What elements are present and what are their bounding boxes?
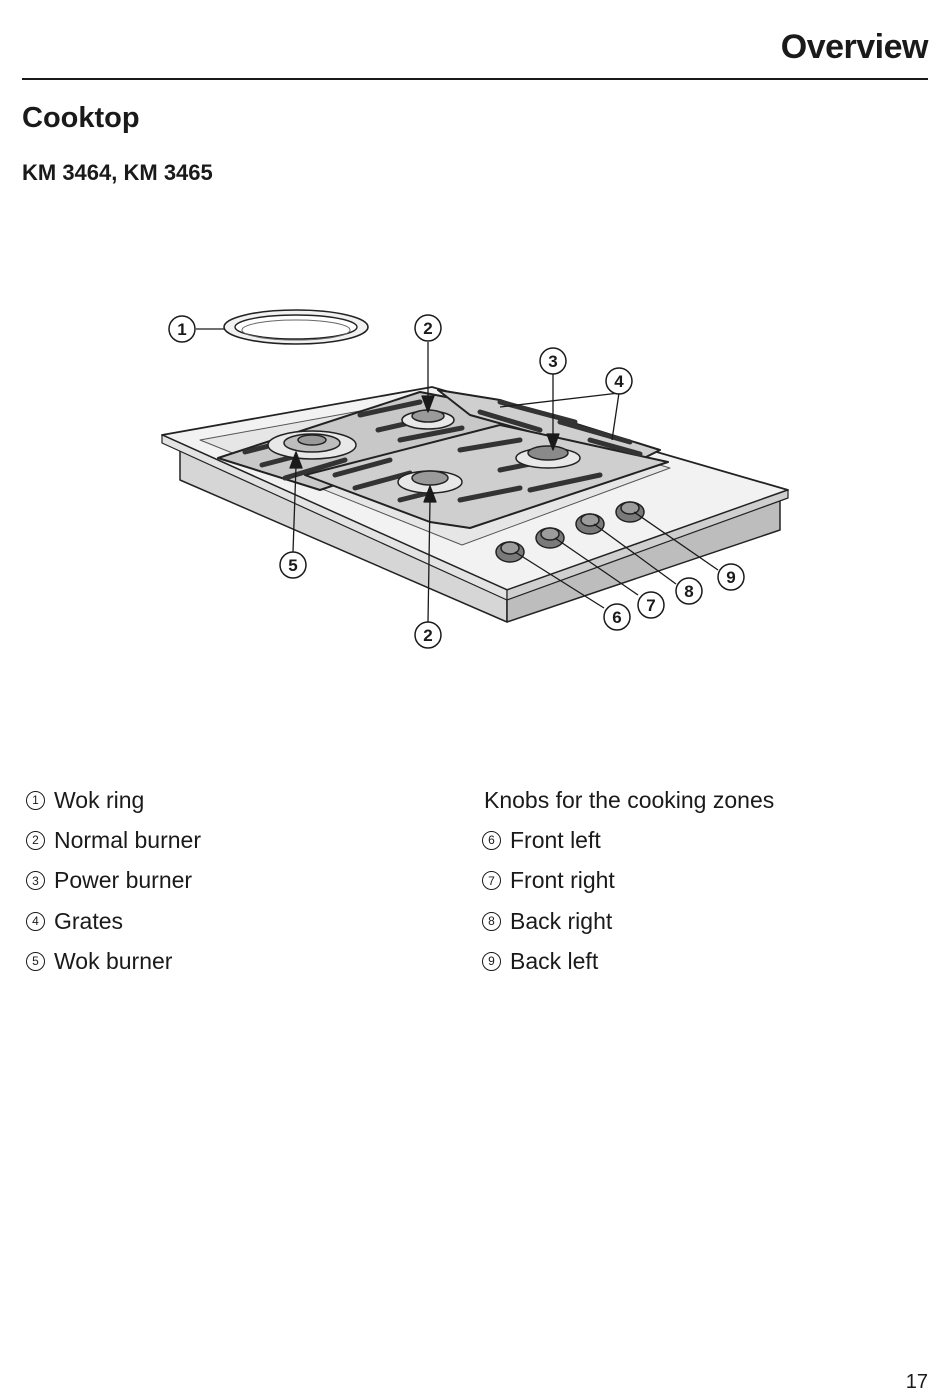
legend-label: Back left (510, 947, 599, 974)
legend-label: Front right (510, 867, 615, 894)
callout-normal-burner-front: 2 (414, 621, 442, 649)
callout-wok-burner-number: 5 (288, 556, 297, 575)
callout-grates: 4 (605, 367, 633, 395)
legend-item: 3 Power burner (26, 861, 201, 901)
legend-number: 9 (482, 951, 501, 971)
page-header-title: Overview (780, 28, 929, 66)
legend-item: 5 Wok burner (26, 941, 201, 981)
callout-normal-burner-back-number: 2 (423, 319, 432, 338)
header-divider (22, 78, 928, 80)
legend-knobs: Knobs for the cooking zones 6 Front left… (482, 780, 774, 981)
callout-knob-back-left-number: 9 (726, 568, 735, 587)
burners (267, 409, 581, 494)
legend-item: 6 Front left (482, 820, 774, 860)
page-number: 17 (905, 1371, 928, 1393)
callout-knob-back-right: 8 (675, 577, 703, 605)
legend-number: 2 (26, 830, 45, 850)
legend-label: Normal burner (54, 826, 201, 853)
cooktop-illustration: 1 2 3 4 5 2 6 7 (0, 290, 950, 670)
legend-number: 1 (26, 790, 45, 810)
legend-number: 5 (26, 951, 45, 971)
legend-label: Back right (510, 907, 613, 934)
legend-item: 8 Back right (482, 901, 774, 941)
callout-wok-burner: 5 (279, 551, 307, 579)
section-title: Cooktop (22, 102, 140, 134)
callout-normal-burner-front-number: 2 (423, 626, 432, 645)
leader-lines (196, 328, 719, 623)
legend-knobs-heading: Knobs for the cooking zones (484, 786, 775, 813)
legend-item: 2 Normal burner (26, 820, 201, 860)
callout-knob-back-right-number: 8 (684, 582, 693, 601)
legend-item: 1 Wok ring (26, 780, 201, 820)
callout-power-burner: 3 (539, 347, 567, 375)
legend-label: Wok ring (54, 786, 145, 813)
legend-number: 6 (482, 830, 501, 850)
legend-number: 8 (482, 911, 501, 931)
callout-wok-ring-number: 1 (177, 320, 186, 339)
callout-knob-front-right-number: 7 (646, 596, 655, 615)
legend-item: 7 Front right (482, 861, 774, 901)
callout-knob-front-left: 6 (603, 603, 631, 631)
legend-number: 3 (26, 871, 45, 891)
legend-number: 4 (26, 911, 45, 931)
legend-label: Power burner (54, 867, 193, 894)
control-knobs (495, 501, 645, 563)
callout-power-burner-number: 3 (548, 352, 557, 371)
callout-grates-number: 4 (614, 372, 624, 391)
legend-number: 7 (482, 871, 501, 891)
legend-item: 4 Grates (26, 901, 201, 941)
legend-item: 9 Back left (482, 941, 774, 981)
legend-label: Front left (510, 826, 601, 853)
legend-label: Grates (54, 907, 124, 934)
callout-knob-front-right: 7 (637, 591, 665, 619)
callout-knob-front-left-number: 6 (612, 608, 621, 627)
callout-knob-back-left: 9 (717, 563, 745, 591)
callout-wok-ring: 1 (168, 315, 196, 343)
callout-normal-burner-back: 2 (414, 314, 442, 342)
wok-ring (223, 309, 369, 345)
model-title: KM 3464, KM 3465 (22, 160, 213, 185)
legend-label: Wok burner (54, 947, 173, 974)
legend-parts: 1 Wok ring 2 Normal burner 3 Power burne… (26, 780, 201, 981)
